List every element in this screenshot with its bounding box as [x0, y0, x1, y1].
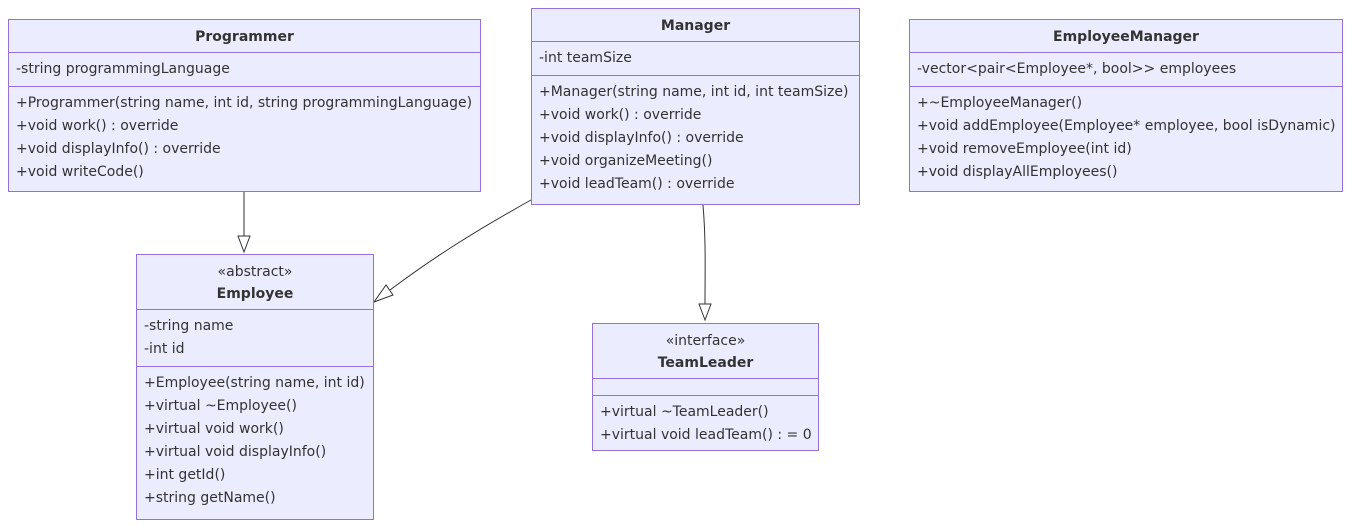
class-stereotype: «interface» — [665, 333, 746, 349]
class-header: Programmer — [9, 20, 480, 53]
methods-section: +Manager(string name, int id, int teamSi… — [532, 76, 859, 201]
class-box-manager: Manager -int teamSize +Manager(string na… — [531, 8, 860, 205]
attributes-section — [593, 379, 818, 396]
method: +string getName() — [144, 490, 276, 506]
class-header: EmployeeManager — [910, 20, 1342, 53]
inheritance-arrowhead — [237, 235, 251, 254]
method: +void displayInfo() : override — [16, 141, 221, 157]
inheritance-arrowhead — [372, 284, 394, 304]
method: +virtual ~Employee() — [144, 398, 297, 414]
method: +Manager(string name, int id, int teamSi… — [539, 84, 849, 100]
method: +int getId() — [144, 467, 226, 483]
realization-arrowhead — [698, 303, 712, 322]
class-header: «interface» TeamLeader — [593, 324, 818, 379]
method: +virtual void displayInfo() — [144, 444, 327, 460]
method: +virtual void work() — [144, 421, 284, 437]
attributes-section: -string name -int id — [137, 310, 373, 367]
class-name: Employee — [216, 286, 294, 302]
method: +void addEmployee(Employee* employee, bo… — [917, 118, 1336, 134]
class-stereotype: «abstract» — [217, 264, 293, 280]
attribute: -string name — [144, 318, 234, 334]
attribute: -int id — [144, 341, 185, 357]
class-name: EmployeeManager — [1053, 29, 1199, 45]
method: +virtual ~TeamLeader() — [600, 404, 769, 420]
attributes-section: -string programmingLanguage — [9, 53, 480, 87]
attributes-section: -vector<pair<Employee*, bool>> employees — [910, 53, 1342, 87]
method: +void displayInfo() : override — [539, 130, 744, 146]
attribute: -vector<pair<Employee*, bool>> employees — [917, 61, 1237, 77]
class-box-team-leader: «interface» TeamLeader +virtual ~TeamLea… — [592, 323, 819, 451]
attribute: -string programmingLanguage — [16, 61, 230, 77]
methods-section: +~EmployeeManager() +void addEmployee(Em… — [910, 87, 1342, 189]
method: +Programmer(string name, int id, string … — [16, 95, 473, 111]
edge-manager-to-teamleader — [702, 204, 706, 305]
class-box-programmer: Programmer -string programmingLanguage +… — [8, 19, 481, 192]
method: +void displayAllEmployees() — [917, 164, 1118, 180]
methods-section: +virtual ~TeamLeader() +virtual void lea… — [593, 396, 818, 452]
methods-section: +Programmer(string name, int id, string … — [9, 87, 480, 189]
method: +void writeCode() — [16, 164, 144, 180]
attribute: -int teamSize — [539, 50, 632, 66]
class-header: «abstract» Employee — [137, 255, 373, 310]
method: +void removeEmployee(int id) — [917, 141, 1132, 157]
method: +void organizeMeeting() — [539, 153, 713, 169]
method: +virtual void leadTeam() : = 0 — [600, 427, 812, 443]
class-box-employee-manager: EmployeeManager -vector<pair<Employee*, … — [909, 19, 1343, 192]
class-header: Manager — [532, 9, 859, 42]
class-box-employee: «abstract» Employee -string name -int id… — [136, 254, 374, 520]
edge-manager-to-employee — [389, 199, 532, 291]
class-name: TeamLeader — [657, 355, 754, 371]
method: +Employee(string name, int id) — [144, 375, 365, 391]
method: +~EmployeeManager() — [917, 95, 1083, 111]
method: +void leadTeam() : override — [539, 176, 735, 192]
attributes-section: -int teamSize — [532, 42, 859, 76]
method: +void work() : override — [16, 118, 179, 134]
method: +void work() : override — [539, 107, 702, 123]
methods-section: +Employee(string name, int id) +virtual … — [137, 367, 373, 515]
class-name: Manager — [660, 18, 731, 34]
class-name: Programmer — [195, 29, 294, 45]
